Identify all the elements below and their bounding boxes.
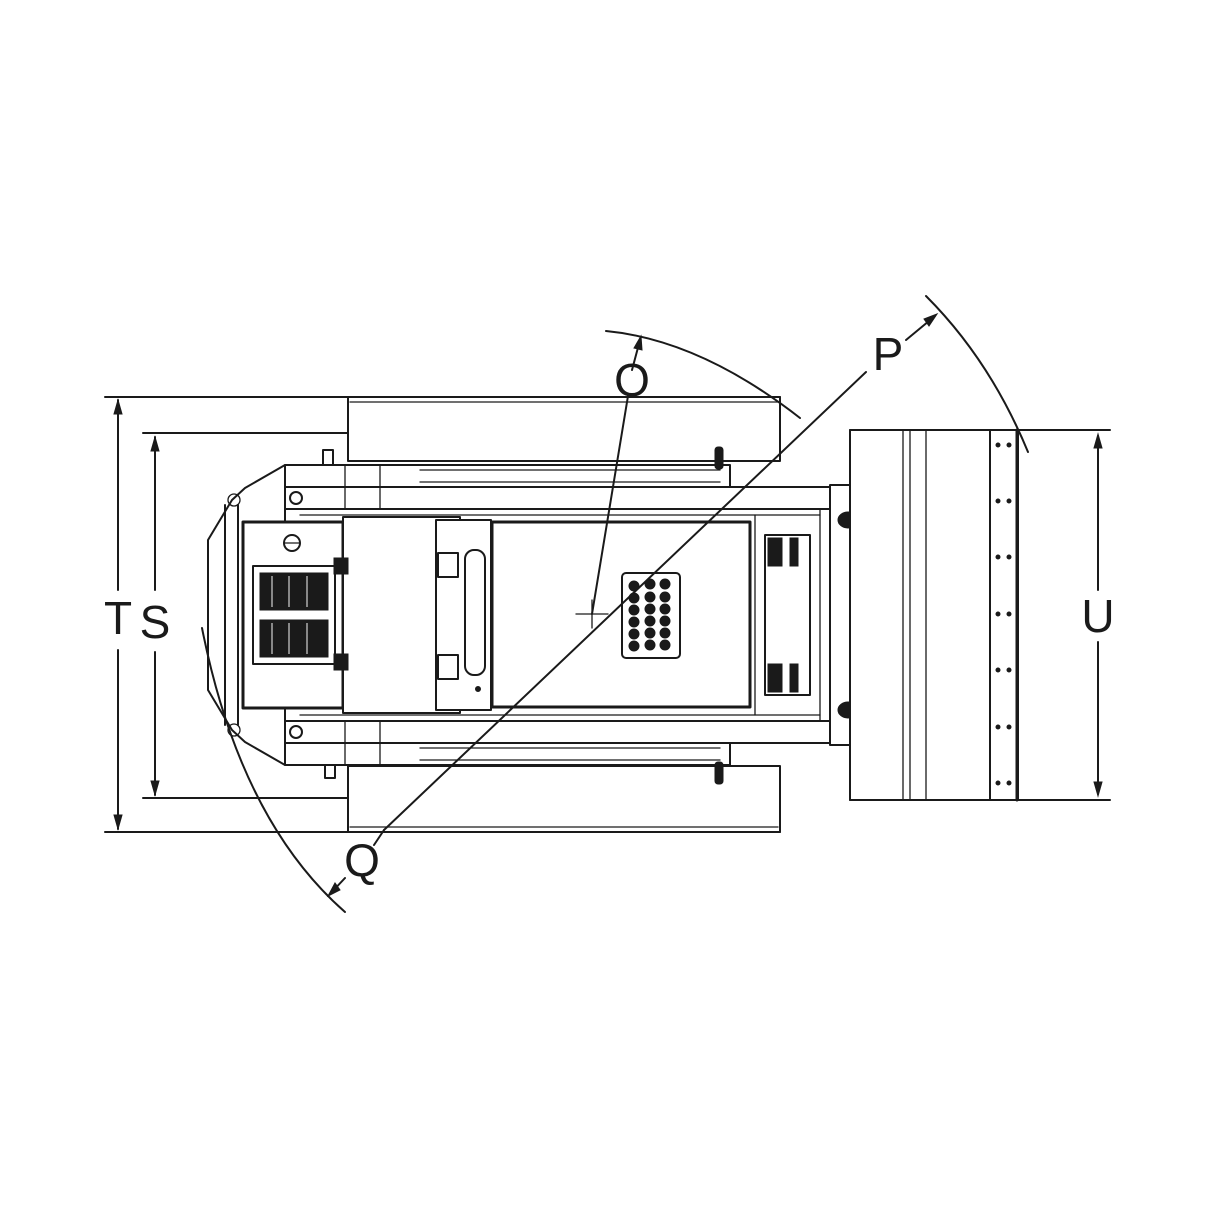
dozer-blade: [849, 428, 1111, 802]
engine-cover: [241, 516, 461, 714]
lower-track: [347, 765, 781, 833]
label-o: O: [614, 354, 650, 406]
dimension-s: S: [140, 432, 379, 799]
upper-track: [347, 396, 781, 462]
label-t: T: [104, 592, 132, 644]
main-cover-plate: [490, 520, 752, 709]
dimension-p: P: [383, 295, 1029, 831]
label-s: S: [140, 596, 171, 648]
radiator-grille: [252, 565, 336, 665]
label-u: U: [1081, 590, 1114, 642]
dimension-q: Q: [201, 627, 385, 913]
label-q: Q: [344, 834, 380, 886]
front-roller: [754, 508, 821, 722]
label-p: P: [873, 328, 904, 380]
operator-panel: [435, 519, 492, 711]
dimension-u: U: [1081, 432, 1115, 798]
dimension-o: O: [591, 330, 801, 615]
control-knob-grid: [621, 572, 681, 659]
blade-bolts: [995, 442, 1012, 786]
